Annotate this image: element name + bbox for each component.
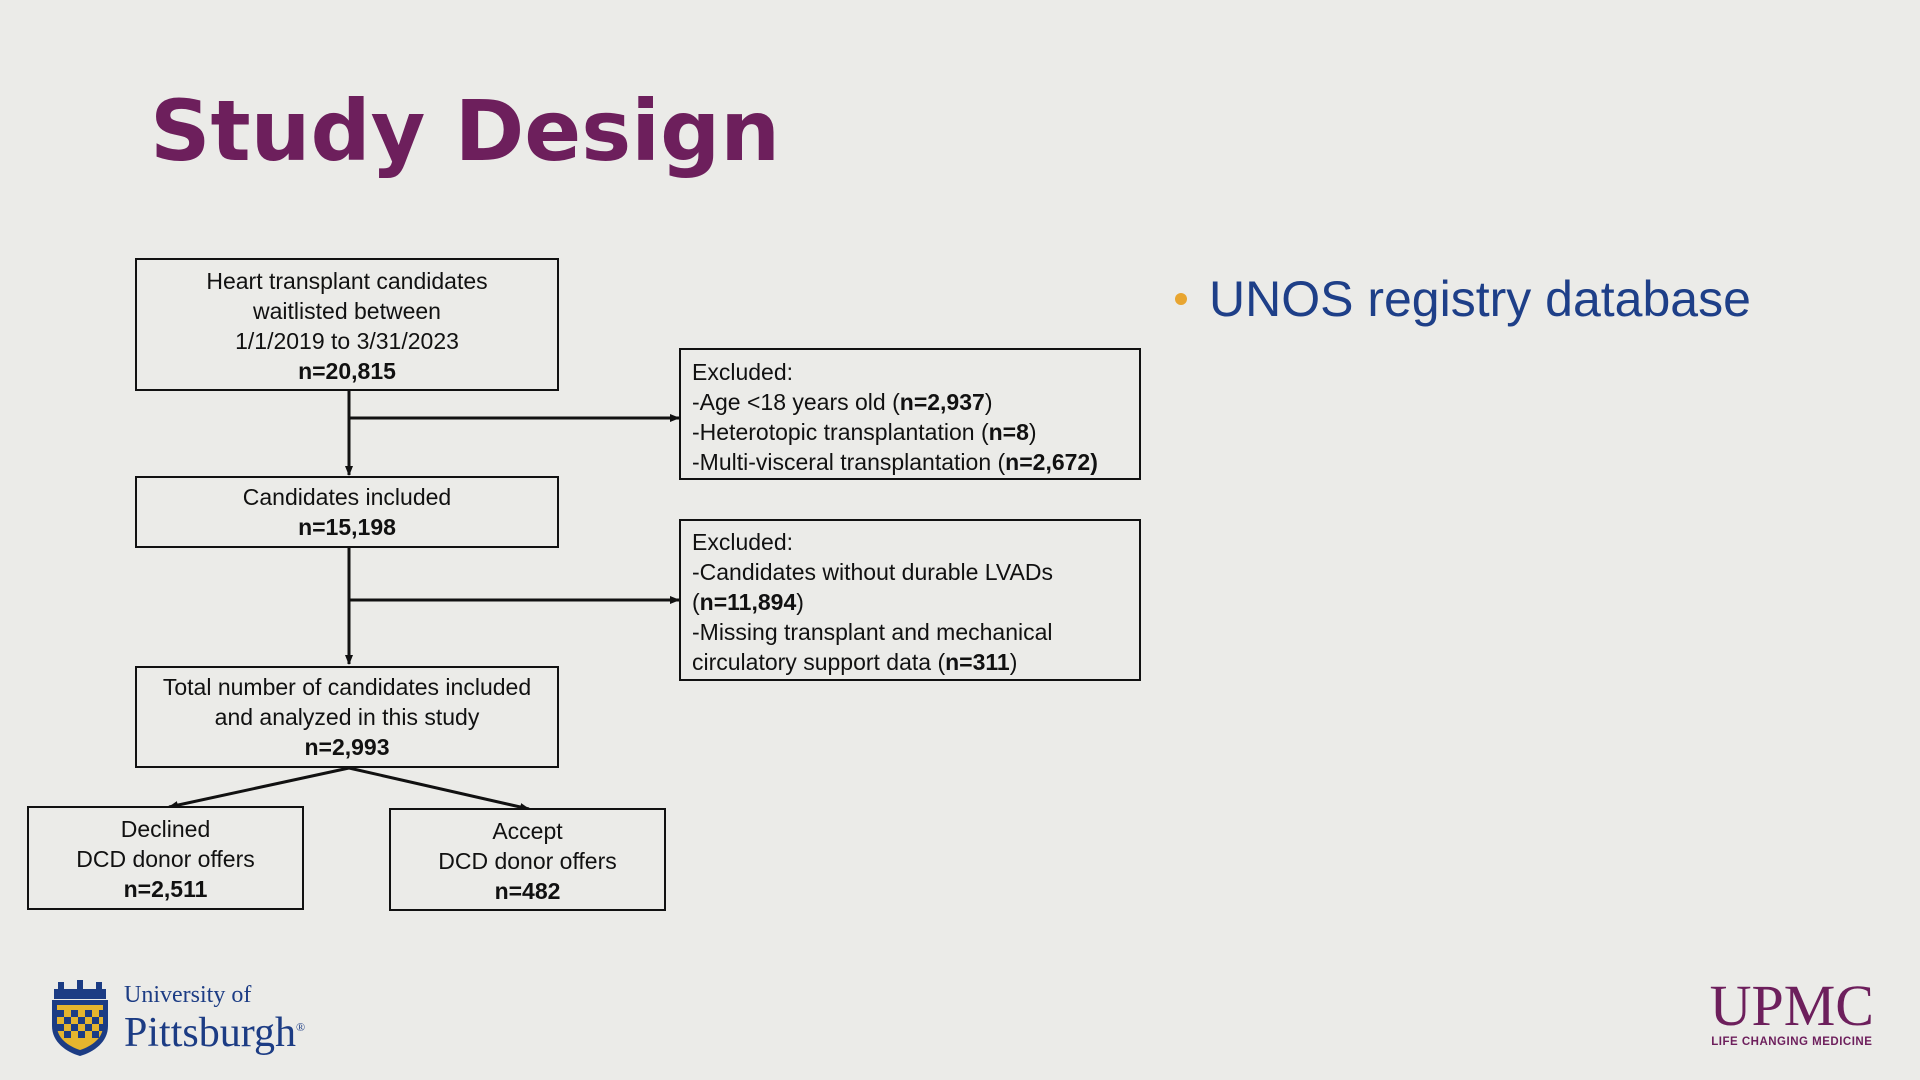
box-line: waitlisted between	[253, 298, 441, 324]
box-excluded-2: Excluded: -Candidates without durable LV…	[679, 519, 1141, 681]
box-declined-offers: Declined DCD donor offers n=2,511	[27, 806, 304, 910]
pitt-wordmark-big: Pittsburgh®	[124, 1010, 306, 1056]
box-line: Accept	[492, 818, 563, 844]
excluded-item-missing-data-count: circulatory support data (n=311)	[692, 649, 1018, 675]
box-line: Total number of candidates included	[162, 674, 532, 700]
pitt-wordmark-small: University of	[124, 982, 252, 1008]
upmc-tagline: LIFE CHANGING MEDICINE	[1711, 1036, 1873, 1048]
box-count: n=2,511	[123, 876, 208, 902]
box-count: n=20,815	[298, 358, 396, 384]
excluded-item-no-lvad-count: (n=11,894)	[692, 589, 804, 615]
box-line: DCD donor offers	[76, 846, 255, 872]
upmc-logo: UPMC LIFE CHANGING MEDICINE	[1709, 973, 1874, 1049]
excluded-header: Excluded:	[692, 359, 794, 385]
bullet-item: UNOS registry database	[1175, 270, 1751, 328]
box-waitlisted-candidates: Heart transplant candidates waitlisted b…	[135, 258, 559, 391]
box-accept-offers: Accept DCD donor offers n=482	[389, 808, 666, 911]
excluded-item-multivisceral: -Multi-visceral transplantation (n=2,672…	[692, 449, 1098, 475]
excluded-item-missing-data: -Missing transplant and mechanical	[692, 619, 1053, 645]
box-count: n=482	[494, 878, 561, 904]
box-candidates-included: Candidates included n=15,198	[135, 476, 559, 548]
arrow-to-accept	[348, 766, 530, 811]
box-line: and analyzed in this study	[214, 704, 480, 730]
box-line: Candidates included	[242, 484, 452, 510]
bullet-dot-icon	[1175, 293, 1187, 305]
excluded-header: Excluded:	[692, 529, 794, 555]
slide-title: Study Design	[150, 82, 780, 180]
pitt-shield-icon	[52, 980, 108, 1056]
box-count: n=15,198	[298, 514, 396, 540]
box-analyzed-candidates: Total number of candidates included and …	[135, 666, 559, 768]
box-line: Declined	[120, 816, 211, 842]
excluded-item-no-lvad: -Candidates without durable LVADs	[692, 559, 1053, 585]
box-excluded-1: Excluded: -Age <18 years old (n=2,937) -…	[679, 348, 1141, 480]
pitt-logo: University of Pittsburgh®	[48, 980, 305, 1056]
upmc-wordmark: UPMC	[1709, 973, 1874, 1038]
excluded-item-heterotopic: -Heterotopic transplantation (n=8)	[692, 419, 1037, 445]
bullet-text: UNOS registry database	[1209, 271, 1751, 327]
box-count: n=2,993	[304, 734, 390, 760]
box-line: DCD donor offers	[438, 848, 617, 874]
box-line: 1/1/2019 to 3/31/2023	[235, 328, 459, 354]
arrow-to-declined	[168, 766, 350, 810]
excluded-item-age: -Age <18 years old (n=2,937)	[692, 389, 993, 415]
pitt-wordmark: University of Pittsburgh®	[124, 982, 306, 1056]
box-line: Heart transplant candidates	[206, 268, 488, 294]
